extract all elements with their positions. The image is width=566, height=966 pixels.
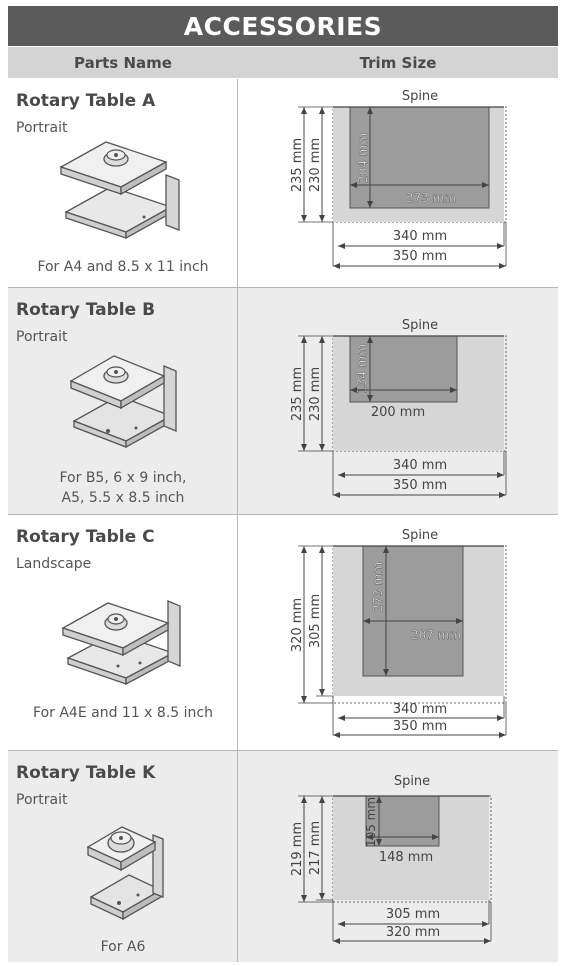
part-name: Rotary Table C (16, 527, 155, 547)
page-height-label: 105 mm (364, 797, 378, 847)
page-height-label: 134 mm (355, 344, 369, 394)
row-divider (8, 287, 558, 288)
page-width-label: 207 mm (411, 628, 461, 642)
spine-label: Spine (402, 89, 438, 104)
parts-cell: Rotary Table B Portrait For B5, 6 x 9 in… (8, 288, 238, 514)
trim-size-diagram: Spine 235 mm 230 mm 134 mm 200 mm (290, 318, 507, 498)
outer-height-label: 235 mm (290, 138, 305, 192)
outer-height-label: 235 mm (290, 367, 305, 421)
parts-cell: Rotary Table C Landscape For A4E and 11 … (8, 515, 238, 750)
rotary-table-image (61, 600, 181, 686)
spine-label: Spine (402, 528, 438, 543)
inner-height-label: 230 mm (308, 138, 323, 192)
trim-size-diagram: Spine 235 mm 230 mm 204 mm 273 mm (290, 89, 507, 269)
inner-height-label: 217 mm (308, 821, 323, 875)
rotary-table-image (59, 141, 180, 240)
compatible-sizes-line2: A5, 5.5 x 8.5 inch (61, 490, 185, 506)
part-orientation: Landscape (16, 556, 92, 572)
outer-width-label: 320 mm (386, 925, 440, 940)
part-name: Rotary Table B (16, 300, 156, 320)
header-parts-name: Parts Name (74, 53, 172, 72)
compatible-sizes: For A6 (100, 939, 146, 955)
row-divider (8, 750, 558, 751)
trim-size-diagram: Spine 320 mm 305 mm 273 mm 207 mm (290, 528, 507, 738)
parts-cell: Rotary Table A Portrait For A4 and 8.5 x… (8, 79, 238, 287)
trim-size-cell: Spine 320 mm 305 mm 273 mm 207 mm (238, 515, 558, 750)
outer-height-label: 320 mm (290, 598, 305, 652)
inner-height-label: 305 mm (308, 594, 323, 648)
table-row: Rotary Table A Portrait For A4 and 8.5 x… (8, 79, 558, 287)
header-trim-size: Trim Size (359, 53, 437, 72)
page-width-label: 273 mm (406, 191, 456, 205)
part-name: Rotary Table K (16, 763, 156, 783)
table-row: Rotary Table K Portrait For A6 (8, 751, 558, 962)
trim-size-diagram: Spine 219 mm 217 mm 105 mm 148 mm (290, 774, 492, 944)
part-name: Rotary Table A (16, 91, 156, 111)
parts-cell: Rotary Table K Portrait For A6 (8, 751, 238, 962)
outer-width-label: 350 mm (393, 249, 447, 264)
page-width-label: 200 mm (371, 405, 425, 420)
trim-size-cell: Spine 219 mm 217 mm 105 mm 148 mm (238, 751, 558, 962)
table-row: Rotary Table B Portrait For B5, 6 x 9 in… (8, 288, 558, 514)
outer-width-label: 350 mm (393, 719, 447, 734)
rotary-table-image (86, 826, 164, 921)
spine-label: Spine (402, 318, 438, 333)
trim-size-cell: Spine 235 mm 230 mm 204 mm 273 mm (238, 79, 558, 287)
rotary-table-image (69, 355, 177, 449)
inner-width-label: 340 mm (393, 702, 447, 717)
inner-width-label: 340 mm (393, 458, 447, 473)
table-header: Parts Name Trim Size (8, 47, 558, 78)
part-orientation: Portrait (16, 329, 68, 345)
inner-height-label: 230 mm (308, 367, 323, 421)
outer-width-label: 350 mm (393, 478, 447, 493)
page-height-label: 204 mm (356, 133, 370, 183)
table-row: Rotary Table C Landscape For A4E and 11 … (8, 515, 558, 750)
outer-height-label: 219 mm (290, 822, 305, 876)
spine-label: Spine (394, 774, 430, 789)
page-height-label: 273 mm (371, 562, 385, 612)
compatible-sizes: For B5, 6 x 9 inch, (59, 470, 187, 486)
row-divider (8, 514, 558, 515)
page-width-label: 148 mm (379, 850, 433, 865)
part-orientation: Portrait (16, 792, 68, 808)
inner-width-label: 340 mm (393, 229, 447, 244)
part-orientation: Portrait (16, 120, 68, 136)
compatible-sizes: For A4E and 11 x 8.5 inch (33, 705, 213, 721)
page-title: ACCESSORIES (8, 6, 558, 46)
inner-width-label: 305 mm (386, 907, 440, 922)
trim-size-cell: Spine 235 mm 230 mm 134 mm 200 mm (238, 288, 558, 514)
compatible-sizes: For A4 and 8.5 x 11 inch (37, 259, 209, 275)
